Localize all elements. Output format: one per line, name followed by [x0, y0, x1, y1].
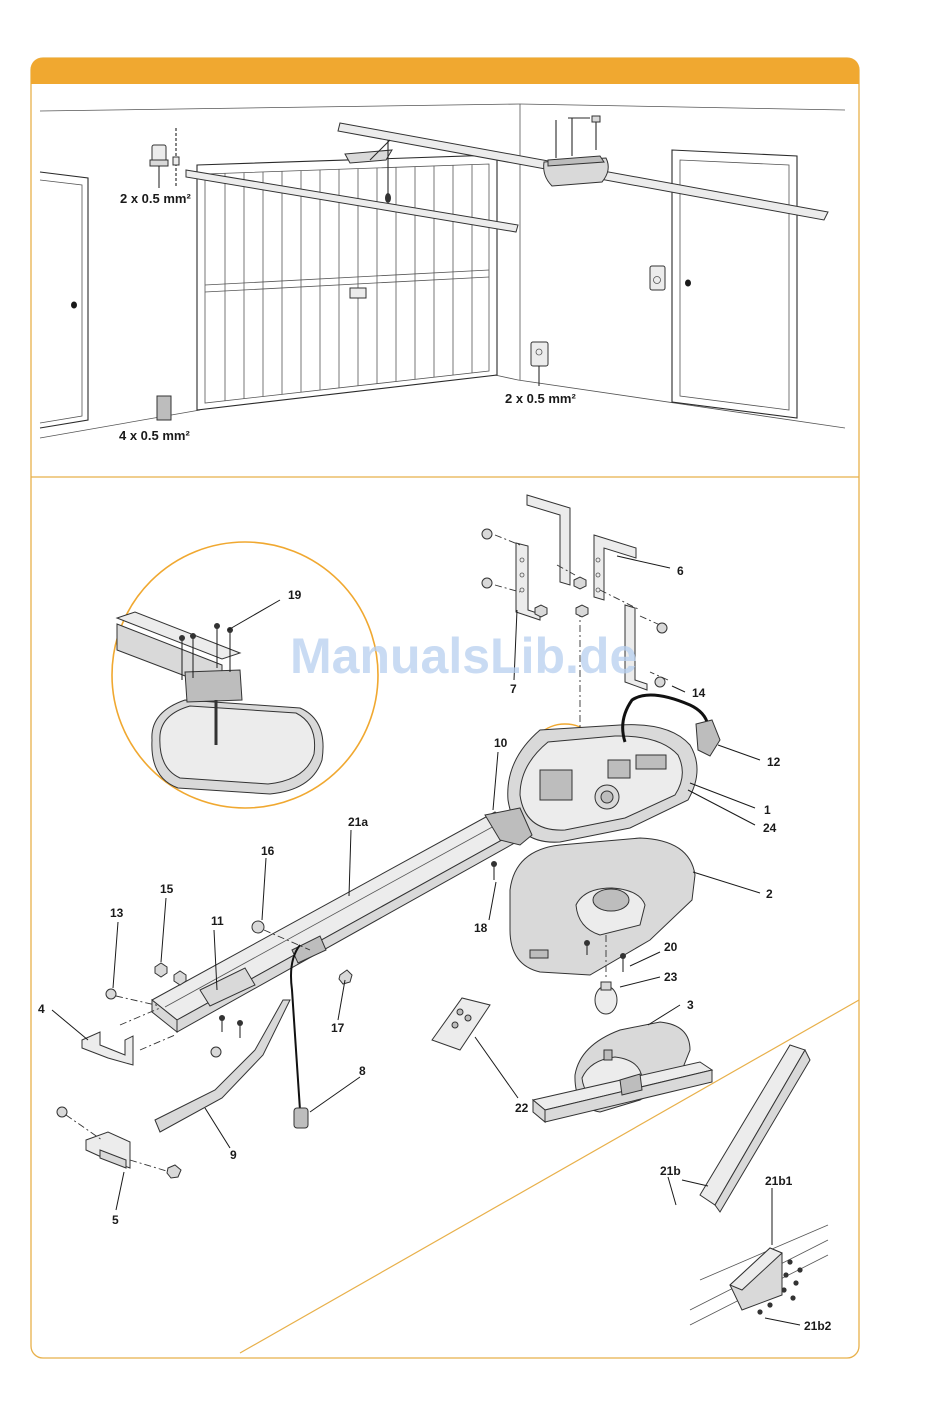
label-8: 8 — [359, 1064, 366, 1078]
label-21b1: 21b1 — [765, 1174, 793, 1188]
screw — [787, 1259, 792, 1264]
screw — [790, 1295, 795, 1300]
photocell-cable-label: 4 x 0.5 mm² — [119, 428, 190, 443]
label-16: 16 — [261, 844, 275, 858]
label-13: 13 — [110, 906, 124, 920]
exploded-view: 19 6 7 14 10 12 1 24 21a 16 2 15 13 11 1… — [38, 495, 832, 1333]
key-switch — [531, 342, 548, 386]
screw — [797, 1267, 802, 1272]
label-24: 24 — [763, 821, 777, 835]
overview-motor — [544, 116, 609, 186]
label-12: 12 — [767, 755, 781, 769]
label-5: 5 — [112, 1213, 119, 1227]
label-20: 20 — [664, 940, 678, 954]
screw — [783, 1272, 788, 1277]
label-21b2: 21b2 — [804, 1319, 832, 1333]
door-knob-right — [685, 280, 691, 287]
label-23: 23 — [664, 970, 678, 984]
screw — [757, 1309, 762, 1314]
photocell — [157, 396, 171, 420]
label-19: 19 — [288, 588, 302, 602]
label-11: 11 — [211, 914, 224, 928]
rail-joiner-kit — [690, 1225, 828, 1325]
label-17: 17 — [331, 1021, 345, 1035]
label-14: 14 — [692, 686, 706, 700]
watermark: ManualsLib.de — [290, 628, 637, 684]
garage-overview: 2 x 0.5 mm² 2 x 0.5 mm² 4 x 0.5 mm² — [40, 104, 845, 443]
label-3: 3 — [687, 998, 694, 1012]
screw — [781, 1287, 786, 1292]
left-door — [40, 172, 88, 428]
label-10: 10 — [494, 736, 508, 750]
label-1: 1 — [764, 803, 771, 817]
lamp-cable-label: 2 x 0.5 mm² — [120, 191, 191, 206]
motor-unit — [508, 725, 697, 843]
label-6: 6 — [677, 564, 684, 578]
label-15: 15 — [160, 882, 174, 896]
door-handle — [350, 288, 366, 298]
header-bar — [31, 58, 859, 84]
label-21b: 21b — [660, 1164, 681, 1178]
screw — [793, 1280, 798, 1285]
label-21a: 21a — [348, 815, 368, 829]
screw — [767, 1302, 772, 1307]
garage-door — [197, 155, 497, 410]
keypad-cable-label: 2 x 0.5 mm² — [505, 391, 576, 406]
label-2: 2 — [766, 887, 773, 901]
flashing-lamp — [150, 128, 179, 188]
release-cord — [291, 945, 308, 1128]
label-22: 22 — [515, 1101, 529, 1115]
label-9: 9 — [230, 1148, 237, 1162]
label-18: 18 — [474, 921, 488, 935]
remote-control — [432, 998, 490, 1050]
label-7: 7 — [510, 682, 517, 696]
wall-push-button — [650, 266, 665, 290]
motor-cover — [510, 838, 695, 975]
door-knob-left — [71, 302, 77, 309]
label-4: 4 — [38, 1002, 45, 1016]
